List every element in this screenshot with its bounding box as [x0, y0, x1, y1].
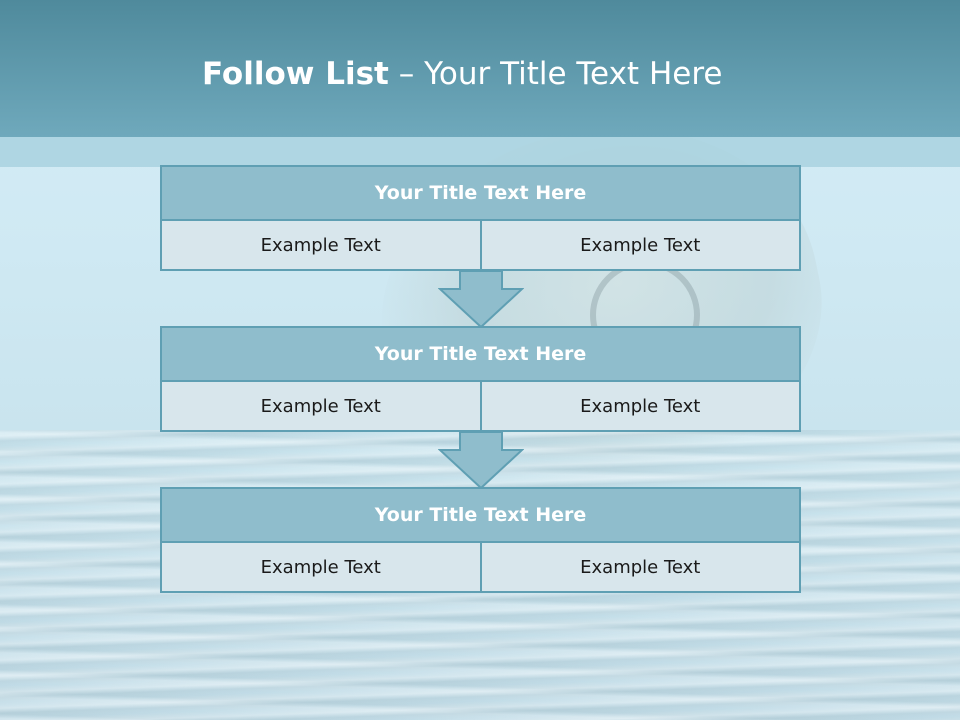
list-block-1: Your Title Text Here Example Text Exampl…	[160, 165, 801, 271]
list-block-2: Your Title Text Here Example Text Exampl…	[160, 326, 801, 432]
list-block-3: Your Title Text Here Example Text Exampl…	[160, 487, 801, 593]
title-bar-band	[0, 137, 960, 167]
block-cell-left: Example Text	[160, 221, 482, 271]
block-title: Your Title Text Here	[160, 326, 801, 382]
down-arrow-icon	[438, 432, 524, 490]
slide-title-rest: – Your Title Text Here	[388, 56, 723, 92]
down-arrow-icon	[438, 271, 524, 329]
block-cell-right: Example Text	[481, 221, 801, 271]
block-cell-left: Example Text	[160, 382, 482, 432]
block-row: Example Text Example Text	[160, 221, 801, 271]
block-title: Your Title Text Here	[160, 165, 801, 221]
block-cell-left: Example Text	[160, 543, 482, 593]
block-row: Example Text Example Text	[160, 382, 801, 432]
slide-title-bold: Follow List	[202, 56, 389, 92]
block-title: Your Title Text Here	[160, 487, 801, 543]
block-cell-right: Example Text	[481, 543, 801, 593]
title-bar: Follow List – Your Title Text Here	[0, 0, 960, 137]
block-cell-right: Example Text	[481, 382, 801, 432]
slide-title: Follow List – Your Title Text Here	[202, 56, 722, 96]
block-row: Example Text Example Text	[160, 543, 801, 593]
